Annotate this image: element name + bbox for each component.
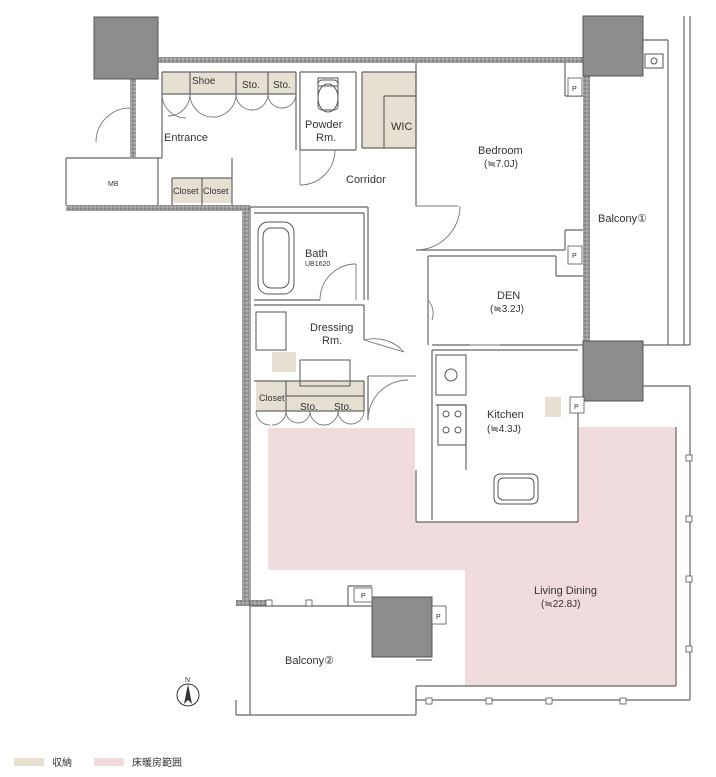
kitchen-storage — [545, 397, 561, 417]
sto-dressing-2-label: Sto. — [334, 402, 352, 413]
corridor-label: Corridor — [346, 174, 386, 186]
legend: 収納 床暖房範囲 — [14, 754, 196, 769]
pipe-labels: P P P P P — [361, 86, 579, 621]
bath-label: Bath — [305, 248, 328, 260]
powder-label-1: Powder — [305, 119, 343, 131]
bedroom-label: Bedroom — [478, 145, 523, 157]
living-size: (≒22.8J) — [541, 599, 581, 610]
shoe-storage — [162, 72, 296, 94]
toilet — [317, 83, 339, 113]
pipe-label: P — [436, 614, 441, 621]
shoe-label: Shoe — [192, 76, 216, 87]
pipe-label: P — [572, 253, 577, 260]
dressing-label-2: Rm. — [322, 335, 342, 347]
legend-storage-label: 収納 — [52, 758, 72, 769]
dressing-shelf — [272, 352, 296, 372]
interior-walls — [65, 16, 691, 716]
compass-label: N — [185, 677, 190, 684]
kitchen-sink — [493, 473, 539, 505]
balcony2-label: Balcony② — [285, 655, 334, 667]
range-hood — [435, 354, 467, 396]
dressing-label-1: Dressing — [310, 322, 353, 334]
washbasin-counter — [255, 311, 287, 351]
closet-1-label: Closet — [173, 186, 199, 196]
legend-storage: 収納 — [14, 754, 72, 769]
entrance-label: Entrance — [164, 132, 208, 144]
fixtures — [255, 53, 664, 505]
bathtub — [257, 221, 295, 295]
floor-heating-area — [268, 427, 676, 686]
sto-dressing-1-label: Sto. — [300, 402, 318, 413]
kitchen-size: (≒4.3J) — [487, 424, 521, 435]
legend-floor-heating: 床暖房範囲 — [94, 754, 182, 769]
sto-entrance-2-label: Sto. — [273, 80, 291, 91]
pipe-label: P — [574, 404, 579, 411]
den-size: (≒3.2J) — [490, 304, 524, 315]
stove — [437, 404, 467, 446]
kitchen-label: Kitchen — [487, 409, 524, 421]
doors — [95, 93, 500, 426]
storage-swatch — [14, 757, 44, 766]
closet-dressing-label: Closet — [259, 393, 285, 403]
pipe-label: P — [572, 86, 577, 93]
wic-label: WIC — [391, 121, 412, 133]
powder-label-2: Rm. — [316, 132, 336, 144]
sto-entrance-1-label: Sto. — [242, 80, 260, 91]
bedroom-size: (≒7.0J) — [484, 159, 518, 170]
window-markers — [265, 454, 693, 705]
mb-label: MB — [108, 181, 119, 188]
bath-unit-label: UB1620 — [305, 261, 330, 268]
den-label: DEN — [497, 290, 520, 302]
wic-storage — [362, 72, 416, 148]
north-compass: N — [176, 677, 200, 707]
legend-floor-heating-label: 床暖房範囲 — [132, 758, 182, 769]
balcony1-label: Balcony① — [598, 213, 647, 225]
room-labels: Entrance Powder Rm. WIC Bedroom (≒7.0J) … — [164, 119, 647, 667]
living-label: Living Dining — [534, 585, 597, 597]
storage-labels: Shoe Sto. Sto. Closet Closet MB Closet S… — [108, 76, 352, 413]
washbasin-powder — [317, 79, 339, 111]
closet-2-label: Closet — [203, 186, 229, 196]
pipe-shafts — [353, 77, 585, 625]
floor-heating-swatch — [94, 757, 124, 766]
columns — [93, 15, 644, 658]
structural-walls — [66, 57, 590, 606]
pipe-label: P — [361, 593, 366, 600]
